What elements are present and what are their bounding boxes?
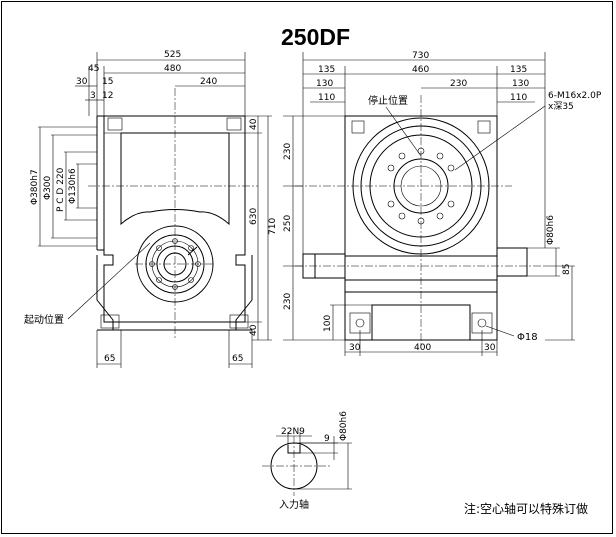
right-view — [283, 52, 575, 356]
input-shaft-label: 入力轴 — [279, 498, 309, 511]
dim-730: 730 — [412, 51, 429, 61]
dim-400: 400 — [414, 343, 431, 353]
dim-630: 630 — [249, 208, 259, 225]
dim-phi300: Φ300 — [43, 175, 53, 200]
dim-22n9: 22N9 — [281, 427, 305, 437]
dim-40-bottom: 40 — [249, 324, 259, 336]
dim-12: 12 — [102, 91, 113, 101]
dim-15: 15 — [102, 77, 113, 87]
dim-45: 45 — [88, 64, 99, 74]
dim-230-upper: 230 — [283, 143, 293, 160]
dim-40-top: 40 — [249, 118, 259, 130]
dim-250: 250 — [283, 215, 293, 232]
dim-100: 100 — [323, 315, 333, 332]
dim-phi80h6-shaft: Φ80h6 — [339, 411, 349, 441]
dim-30-left: 30 — [349, 343, 361, 353]
dim-85: 85 — [562, 264, 572, 275]
dim-710: 710 — [268, 218, 278, 235]
shaft-section — [262, 432, 352, 496]
start-position-label: 起动位置 — [24, 313, 64, 326]
bolt-spec-line1: 6-M16x2.0P — [548, 91, 602, 101]
dim-240: 240 — [200, 77, 217, 87]
dim-65-left: 65 — [104, 354, 115, 364]
dim-230-lower: 230 — [283, 293, 293, 310]
drawing-title: 250DF — [281, 24, 351, 50]
dim-65-right: 65 — [232, 354, 243, 364]
dim-pcd220: P C D 220 — [56, 167, 66, 212]
foot-hole-label: Φ18 — [517, 332, 538, 343]
dim-phi380h7: Φ380h7 — [30, 169, 40, 205]
dim-525: 525 — [164, 50, 181, 60]
dim-3: 3 — [90, 91, 96, 101]
dim-460: 460 — [412, 65, 429, 75]
left-view — [38, 52, 272, 368]
dim-135-left: 135 — [318, 65, 335, 75]
dim-480: 480 — [164, 64, 181, 74]
dim-110-left: 110 — [318, 93, 335, 103]
footnote: 注:空心轴可以特殊订做 — [464, 502, 589, 516]
dim-130-left: 130 — [316, 79, 333, 89]
dim-130-right: 130 — [512, 79, 529, 89]
dim-phi80h6-right: Φ80h6 — [546, 215, 556, 245]
dim-135-right: 135 — [510, 65, 527, 75]
dim-30: 30 — [76, 77, 88, 87]
dim-230-top: 230 — [450, 79, 467, 89]
dim-30-right: 30 — [484, 343, 496, 353]
bolt-spec-line2: x深35 — [548, 101, 574, 112]
dim-9: 9 — [324, 434, 330, 444]
dim-110-right: 110 — [510, 93, 527, 103]
stop-position-label: 停止位置 — [368, 94, 408, 107]
dim-phi130h6: Φ130h6 — [68, 168, 78, 204]
